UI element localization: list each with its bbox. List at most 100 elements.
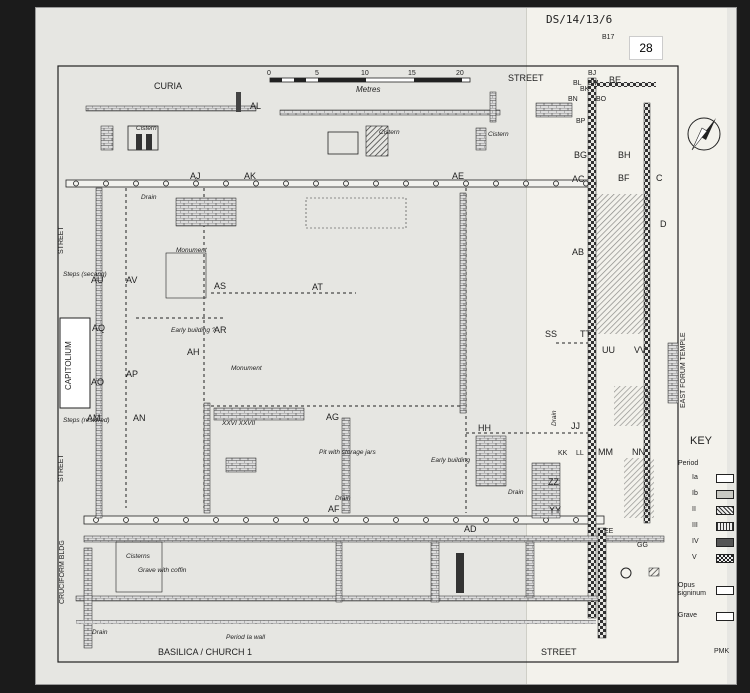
grid-label-ah: AH <box>187 347 200 357</box>
street-left-lower: STREET <box>58 454 65 482</box>
grid-label-au: AU <box>91 275 104 285</box>
grid-label-mm: MM <box>598 447 613 457</box>
note-drain-1: Drain <box>141 194 157 201</box>
grid-label-ao: AO <box>91 377 105 387</box>
key-opus: Opus signinum <box>678 582 707 597</box>
grid-label-bm: BM <box>588 80 599 87</box>
street-left-upper: STREET <box>58 226 65 254</box>
grid-label-bo: BO <box>596 96 607 103</box>
note-monument-1: Monument <box>176 247 207 254</box>
label-cruciform-bldg: CRUCIFORM BLDG <box>59 540 66 604</box>
grid-label-zz: ZZ <box>548 477 559 487</box>
grid-label-ll: LL <box>576 450 584 457</box>
street-basilica: BASILICA / CHURCH 1 <box>158 647 253 657</box>
grid-label-ad: AD <box>464 524 477 534</box>
grid-label-bf: BF <box>618 173 630 183</box>
key-period-iii: III <box>692 522 698 529</box>
key-swatch-opus <box>716 586 734 595</box>
overlay-strip <box>526 8 727 684</box>
grid-label-ae: AE <box>452 171 465 181</box>
grid-label-bk: BK <box>580 86 590 93</box>
street-top-right: STREET <box>508 73 544 83</box>
key-swatch-ia <box>716 474 734 483</box>
grid-label-bg: BG <box>574 150 588 160</box>
grid-label-tt: TT <box>580 329 591 339</box>
grid-label-bj: BJ <box>588 70 597 77</box>
grid-label-uu: UU <box>602 345 615 355</box>
grid-label-al: AL <box>250 101 262 111</box>
key-period-ia: Ia <box>692 474 698 481</box>
grid-label-bh: BH <box>618 150 631 160</box>
grid-label-ss: SS <box>545 329 558 339</box>
grid-label-ac: AC <box>572 174 585 184</box>
key-swatch-ii <box>716 506 734 515</box>
grid-label-bp: BP <box>576 118 586 125</box>
label-east-forum-temple: EAST FORUM TEMPLE <box>680 332 687 408</box>
note-period-wall: Period Ia wall <box>226 634 266 641</box>
key-title: KEY <box>690 435 713 447</box>
scale-tick-0: 0 <box>267 70 271 77</box>
note-drain-2: Drain <box>335 495 351 502</box>
archive-reference-small: B17 <box>602 34 615 41</box>
key-period-iv: IV <box>692 538 699 545</box>
grid-label-bn: BN <box>568 96 578 103</box>
grid-label-at: AT <box>312 282 323 292</box>
note-drain-4: Drain <box>551 410 558 426</box>
grid-label-hh: HH <box>478 423 491 433</box>
grid-label-bl: BL <box>573 80 582 87</box>
grid-label-av: AV <box>126 275 138 285</box>
note-steps-lower: Steps (restored) <box>63 417 110 424</box>
key-period-ii: II <box>692 506 696 513</box>
grid-label-kk: KK <box>558 450 568 457</box>
note-steps-upper: Steps (secang) <box>63 271 107 278</box>
key-period-label: Period <box>678 460 699 467</box>
scale-tick-5: 5 <box>315 70 319 77</box>
grid-label-an: AN <box>133 413 146 423</box>
note-grave: Grave with coffin <box>138 567 187 574</box>
site-plan <box>57 65 721 663</box>
grid-label-ar: AR <box>214 325 227 335</box>
note-cisterns: Cisterns <box>126 553 150 560</box>
grid-label-nn: NN <box>632 447 645 457</box>
label-capitolium: CAPITOLIUM <box>64 341 73 390</box>
note-cistern-3: Cistern <box>488 131 509 138</box>
grid-label-am: AM <box>87 413 101 423</box>
key-initials: PMK <box>714 648 730 655</box>
note-cistern-2: Cistern <box>379 129 400 136</box>
note-early-building-2: Early building <box>431 457 471 464</box>
street-curia: CURIA <box>154 81 183 91</box>
sheet-number: 28 <box>629 36 663 60</box>
grid-label-ap: AP <box>126 369 139 379</box>
grid-label-c: C <box>656 173 663 183</box>
scale-unit: Metres <box>356 85 381 94</box>
grid-label-ag: AG <box>326 412 340 422</box>
grid-label-ee: EE <box>604 528 614 535</box>
key-grave: Grave <box>678 612 698 619</box>
scale-bar <box>269 77 471 83</box>
scale-tick-15: 15 <box>408 70 416 77</box>
note-early-building-1: Early building ? <box>171 327 216 334</box>
grid-label-d: D <box>660 219 667 229</box>
grid-label-af: AF <box>328 504 340 514</box>
note-pit: Pit with storage jars <box>319 449 376 456</box>
note-roman-numerals: XXVI XXVII <box>222 420 256 427</box>
key-swatch-grave <box>716 612 734 621</box>
grid-label-yy: YY <box>549 505 562 515</box>
note-drain-3: Drain <box>508 489 524 496</box>
north-arrow-icon <box>687 117 721 151</box>
key-swatch-iii <box>716 522 734 531</box>
grid-label-vv: VV <box>634 345 647 355</box>
note-cistern-1: Cistern <box>136 125 157 132</box>
grid-label-as: AS <box>214 281 227 291</box>
plan-sheet: DS/14/13/6 B17 28 0 5 10 15 20 Metres CU… <box>36 8 736 684</box>
grid-label-jj: JJ <box>571 421 580 431</box>
key-swatch-v <box>716 554 734 563</box>
grid-label-ab: AB <box>572 247 585 257</box>
scale-tick-20: 20 <box>456 70 464 77</box>
grid-label-ak: AK <box>244 171 257 181</box>
key-period-ib: Ib <box>692 490 698 497</box>
key-period-v: V <box>692 554 697 561</box>
note-drain-5: Drain <box>92 629 108 636</box>
grid-label-aj: AJ <box>190 171 201 181</box>
key-swatch-iv <box>716 538 734 547</box>
